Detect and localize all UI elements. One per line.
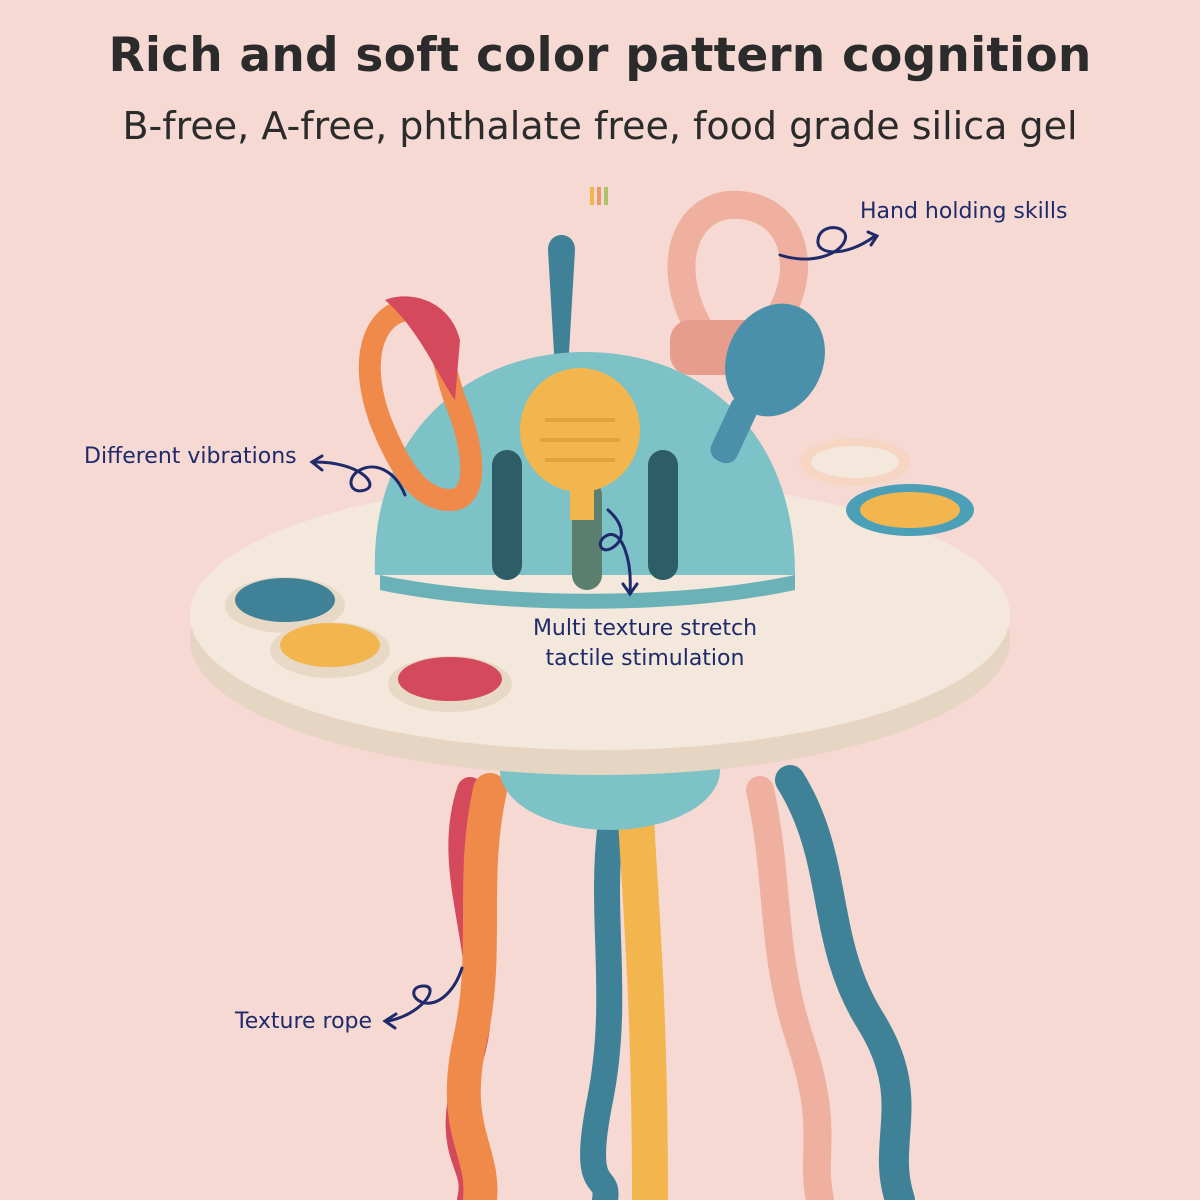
teal-paddle [710, 303, 825, 464]
callout-different-vibrations: Different vibrations [84, 444, 297, 469]
callout-multi-line1: Multi texture stretch [532, 616, 758, 641]
texture-ropes [445, 765, 915, 1200]
callout-arrows [309, 226, 880, 1030]
callout-multi-texture: Multi texture stretch tactile stimulatio… [520, 614, 770, 674]
callout-hand-holding-skills: Hand holding skills [860, 199, 1068, 224]
orange-ring [358, 296, 483, 512]
callout-multi-line2: tactile stimulation [545, 646, 745, 671]
subheadline: B-free, A-free, phthalate free, food gra… [122, 104, 1078, 148]
headline: Rich and soft color pattern cognition [108, 28, 1092, 83]
teal-stick [548, 235, 575, 370]
callout-texture-rope: Texture rope [235, 1009, 373, 1034]
yellow-mushroom [520, 368, 640, 520]
decor-mark [590, 187, 608, 205]
